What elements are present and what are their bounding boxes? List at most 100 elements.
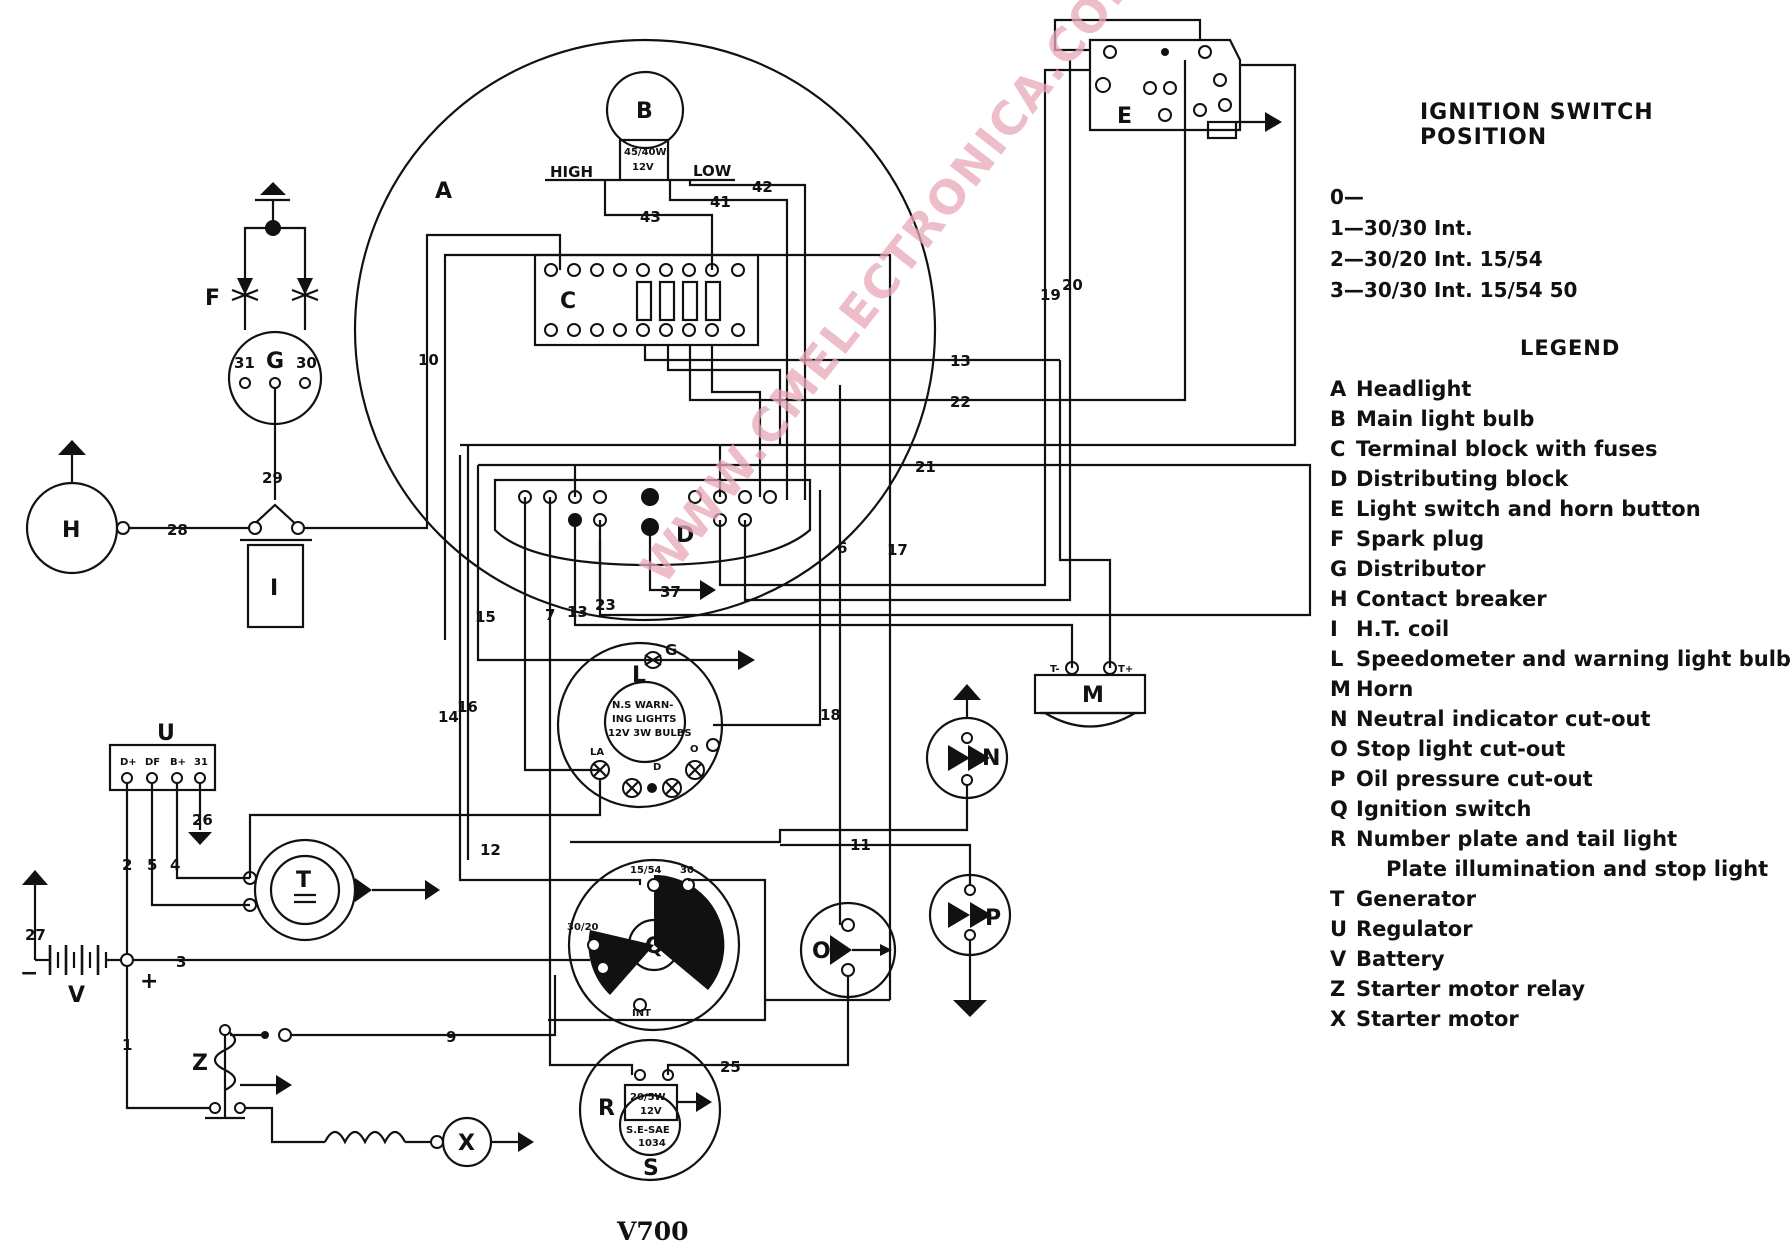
svg-text:22: 22 — [950, 393, 971, 411]
ignition-positions: 0— 1—30/30 Int. 2—30/20 Int. 15/54 3—30/… — [1330, 182, 1780, 306]
svg-text:7: 7 — [545, 606, 555, 624]
legend-title: LEGEND — [1520, 336, 1621, 360]
position-1: 1—30/30 Int. — [1330, 216, 1473, 240]
ignition-switch-position-title: IGNITION SWITCH POSITION — [1420, 100, 1654, 150]
svg-text:25: 25 — [720, 1058, 741, 1076]
svg-text:15/54: 15/54 — [630, 865, 662, 876]
svg-text:Z: Z — [192, 1051, 208, 1076]
svg-text:N: N — [982, 746, 1000, 771]
svg-text:3: 3 — [176, 953, 186, 971]
ht-coil-i: I 10 — [240, 233, 562, 629]
svg-text:30: 30 — [296, 354, 317, 372]
headlight-a-outline — [353, 38, 937, 622]
svg-text:P: P — [985, 906, 1001, 931]
svg-text:DF: DF — [145, 757, 160, 768]
ignition-switch-q: Q 15/54 30 30/20 INT 50 0 — [567, 858, 741, 1032]
starter-motor-relay-z: Z 9 — [192, 975, 557, 1149]
svg-text:LA: LA — [590, 747, 604, 758]
svg-text:D: D — [653, 762, 661, 773]
svg-text:12: 12 — [480, 841, 501, 859]
svg-text:37: 37 — [660, 583, 681, 601]
svg-text:43: 43 — [640, 208, 661, 226]
legend-item-continuation: Plate illumination and stop light — [1386, 857, 1769, 881]
svg-text:12V: 12V — [640, 1106, 662, 1117]
svg-text:T: T — [296, 868, 311, 893]
svg-text:X: X — [458, 1131, 475, 1156]
svg-text:B: B — [636, 99, 653, 124]
svg-text:30: 30 — [680, 865, 694, 876]
svg-text:1034: 1034 — [638, 1138, 666, 1149]
info-panel: IGNITION SWITCH POSITION 0— 1—30/30 Int.… — [1330, 100, 1790, 1034]
speedometer-and-warning-lights-l: G N.S WARN- ING LIGHTS 12V 3W BULBS L LA… — [556, 641, 724, 809]
svg-text:13: 13 — [567, 603, 588, 621]
wiring-harness: 43 41 42 17 13 22 21 15 19 20 37 13 2 — [248, 18, 1312, 1076]
svg-text:20/5W: 20/5W — [630, 1092, 666, 1103]
svg-text:+: + — [140, 969, 158, 994]
svg-text:T+: T+ — [1118, 664, 1133, 675]
horn-m: M T- T+ — [1033, 661, 1147, 728]
svg-text:E: E — [1117, 104, 1132, 129]
svg-text:31: 31 — [234, 354, 255, 372]
svg-text:M: M — [1082, 683, 1104, 708]
label-a: A — [435, 179, 452, 204]
svg-text:14: 14 — [438, 708, 459, 726]
svg-text:12V: 12V — [632, 162, 654, 173]
svg-text:41: 41 — [710, 193, 731, 211]
svg-text:N.S WARN-: N.S WARN- — [612, 700, 673, 711]
svg-text:ING LIGHTS: ING LIGHTS — [612, 714, 676, 725]
svg-text:T-: T- — [1050, 664, 1060, 675]
svg-text:B+: B+ — [170, 757, 186, 768]
starter-motor-x: X — [441, 1116, 534, 1168]
svg-text:Q: Q — [645, 934, 664, 959]
svg-text:G: G — [266, 349, 284, 374]
svg-text:16: 16 — [457, 698, 478, 716]
regulator-u: U D+ DF B+ 31 26 5 4 2 — [108, 721, 250, 960]
oil-pressure-cutout-p: P 11 — [780, 836, 1012, 1017]
svg-text:I: I — [270, 576, 278, 601]
svg-text:HIGH: HIGH — [550, 163, 593, 181]
position-0: 0— — [1330, 185, 1364, 209]
svg-text:23: 23 — [595, 596, 616, 614]
svg-text:U: U — [157, 721, 175, 746]
svg-text:10: 10 — [418, 351, 439, 369]
svg-text:INT: INT — [632, 1008, 651, 1019]
svg-text:50: 50 — [700, 910, 714, 921]
svg-text:19: 19 — [1040, 286, 1061, 304]
main-light-bulb-b: 45/40W 12V B HIGH LOW — [545, 70, 735, 182]
svg-text:26: 26 — [192, 811, 213, 829]
svg-text:6: 6 — [837, 539, 847, 557]
svg-text:−: − — [20, 961, 38, 986]
svg-text:27: 27 — [25, 926, 46, 944]
stop-light-cutout-o: O — [799, 901, 897, 999]
svg-text:1: 1 — [122, 1036, 132, 1054]
generator-t: T — [243, 838, 440, 942]
svg-text:L: L — [632, 663, 646, 688]
svg-text:42: 42 — [752, 178, 773, 196]
svg-text:G: G — [665, 641, 677, 659]
position-2: 2—30/20 Int. 15/54 — [1330, 247, 1543, 271]
distributor-g: G 31 30 29 — [227, 330, 323, 500]
svg-text:17: 17 — [887, 541, 908, 559]
svg-text:18: 18 — [820, 706, 841, 724]
svg-text:31: 31 — [194, 757, 208, 768]
svg-text:13: 13 — [950, 352, 971, 370]
position-3: 3—30/30 Int. 15/54 50 — [1330, 278, 1578, 302]
svg-text:D+: D+ — [120, 757, 137, 768]
light-switch-and-horn-button-e: E — [1088, 38, 1282, 140]
